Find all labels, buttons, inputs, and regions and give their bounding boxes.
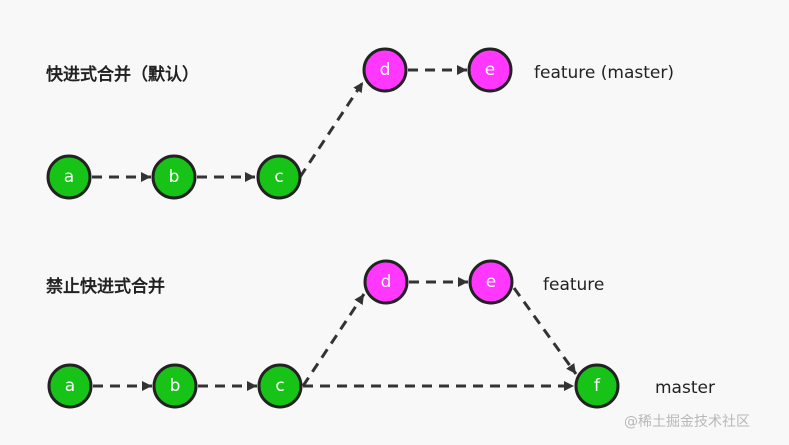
- commit-c-label: c: [275, 376, 284, 396]
- commit-c-node: c: [256, 154, 302, 200]
- edge-e-f: [512, 287, 578, 375]
- commit-d-node: d: [362, 47, 408, 93]
- fast-forward-edges: [92, 65, 467, 182]
- fast-forward-nodes: a b c d e: [46, 47, 513, 200]
- commit-e-label: e: [485, 60, 495, 80]
- commit-d-label: d: [381, 272, 392, 292]
- no-fast-forward-title: 禁止快进式合并: [46, 276, 165, 297]
- commit-c-label: c: [274, 167, 283, 187]
- commit-f-label: f: [594, 376, 601, 396]
- fast-forward-title: 快进式合并（默认）: [46, 64, 199, 85]
- no-fast-forward-edges: [93, 277, 578, 391]
- master-label: master: [655, 378, 715, 398]
- commit-b-node: b: [152, 363, 198, 409]
- commit-e-label: e: [486, 272, 496, 292]
- edge-c-d: [301, 293, 366, 387]
- commit-d-node: d: [363, 259, 409, 305]
- edge-c-d: [298, 81, 365, 178]
- commit-b-label: b: [169, 167, 180, 187]
- watermark: @稀土掘金技术社区: [624, 414, 750, 430]
- commit-c-node: c: [257, 363, 303, 409]
- commit-e-node: e: [467, 47, 513, 93]
- commit-a-node: a: [46, 154, 92, 200]
- commit-d-label: d: [380, 60, 391, 80]
- commit-b-label: b: [170, 376, 181, 396]
- feature-master-label: feature (master): [534, 63, 674, 83]
- commit-b-node: b: [151, 154, 197, 200]
- commit-a-node: a: [47, 363, 93, 409]
- commit-f-node: f: [574, 363, 620, 409]
- commit-a-label: a: [65, 376, 75, 396]
- commit-e-node: e: [468, 259, 514, 305]
- no-fast-forward-nodes: a b c d e f: [47, 259, 620, 409]
- feature-label: feature: [543, 275, 604, 295]
- commit-a-label: a: [64, 167, 74, 187]
